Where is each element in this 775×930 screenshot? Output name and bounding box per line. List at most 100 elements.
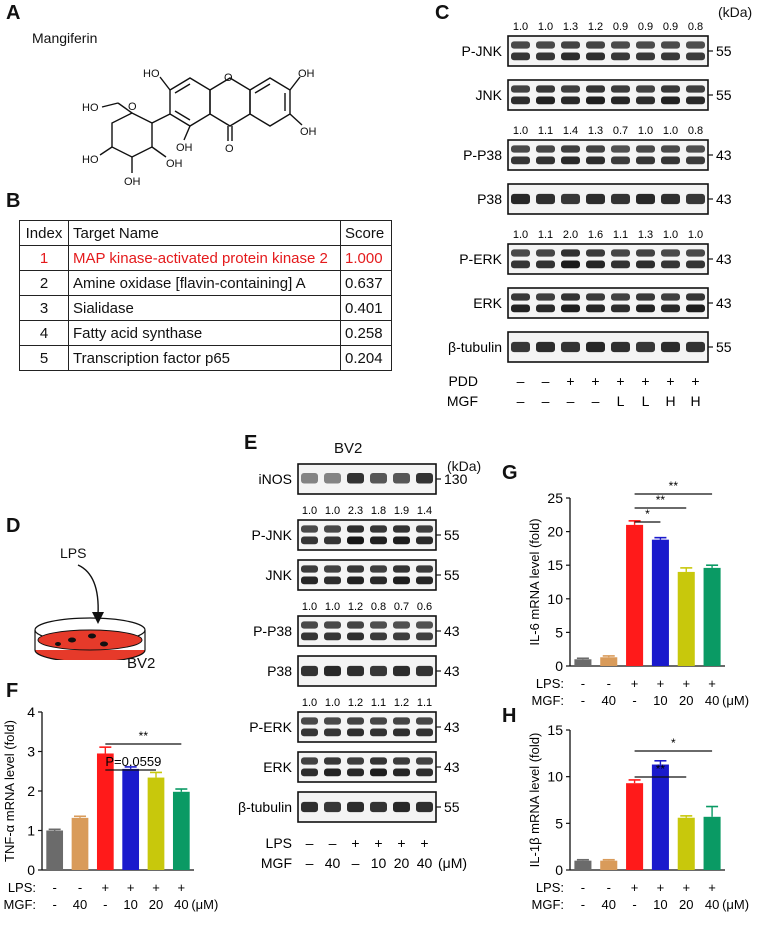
band [536, 260, 555, 269]
band [686, 156, 705, 165]
band [416, 665, 433, 677]
band [347, 473, 364, 484]
ratio-label: 1.0 [325, 505, 340, 517]
kda-marker: 43 [716, 191, 732, 207]
treatment-mark: - [52, 880, 56, 895]
band [324, 525, 341, 533]
y-axis-label: IL-1β mRNA level (fold) [527, 733, 542, 868]
band [347, 536, 364, 545]
row-target: Fatty acid synthase [68, 320, 341, 346]
band [393, 801, 410, 813]
blot-label: JNK [266, 567, 293, 583]
band [301, 801, 318, 813]
band [347, 757, 364, 765]
ratio-label: 0.7 [613, 125, 628, 137]
band [301, 728, 318, 737]
treatment-mark: – [329, 835, 337, 851]
table-row: 3 Sialidase 0.401 [19, 295, 392, 321]
header-index: Index [19, 220, 69, 246]
band [536, 341, 555, 353]
band [370, 525, 387, 533]
band [324, 536, 341, 545]
treatment-mark: – [592, 393, 600, 409]
ratio-label: 0.8 [688, 125, 703, 137]
band [511, 249, 530, 257]
band [586, 85, 605, 93]
band [324, 757, 341, 765]
treatment-mark: + [708, 676, 716, 691]
atom-oh: OH [298, 68, 315, 80]
treatment-mark: L [642, 393, 650, 409]
band [686, 249, 705, 257]
band [611, 85, 630, 93]
treatment-mark: 40 [602, 693, 616, 708]
treatment-mark: – [542, 373, 550, 389]
atom-ho: HO [82, 154, 99, 166]
treatment-mark: 40 [417, 855, 433, 871]
band [611, 304, 630, 313]
band [686, 341, 705, 353]
kda-marker: 55 [716, 339, 732, 355]
y-tick-label: 0 [555, 658, 563, 674]
table-row: 2 Amine oxidase [flavin-containing] A 0.… [19, 270, 392, 296]
treatment-mark: - [103, 897, 107, 912]
y-tick-label: 15 [547, 557, 563, 573]
treatment-mark: + [641, 373, 649, 389]
kda-marker: 55 [444, 799, 460, 815]
blot-label: P38 [477, 191, 502, 207]
treatment-mark: 10 [653, 693, 667, 708]
band [536, 96, 555, 105]
significance-label: * [645, 507, 650, 521]
treatment-mark: - [581, 676, 585, 691]
band [611, 96, 630, 105]
table-row: 1 MAP kinase-activated protein kinase 2 … [19, 245, 392, 271]
kda-marker: 43 [444, 719, 460, 735]
ratio-label: 1.0 [638, 125, 653, 137]
blot-label: ERK [263, 759, 292, 775]
band [636, 260, 655, 269]
blot-label: P-P38 [253, 623, 292, 639]
treatment-mark: + [566, 373, 574, 389]
treatment-mark: + [657, 880, 665, 895]
treatment-mark: 40 [73, 897, 87, 912]
band [324, 565, 341, 573]
treatment-mark: H [665, 393, 675, 409]
ratio-label: 1.1 [538, 229, 553, 241]
treatment-mark: + [666, 373, 674, 389]
band [301, 768, 318, 777]
band [636, 156, 655, 165]
band [324, 768, 341, 777]
treatment-mark: + [691, 373, 699, 389]
bar [651, 539, 669, 666]
treatment-mark: + [178, 880, 186, 895]
blot-label: P-JNK [252, 527, 293, 543]
band [636, 41, 655, 49]
treatment-mark: + [616, 373, 624, 389]
atom-o: O [224, 72, 233, 84]
band [511, 41, 530, 49]
ratio-label: 1.0 [325, 697, 340, 709]
kda-marker: 43 [716, 295, 732, 311]
significance-label: ** [139, 729, 149, 743]
band [661, 341, 680, 353]
band [536, 85, 555, 93]
y-tick-label: 3 [27, 744, 35, 760]
treatment-mark: - [581, 897, 585, 912]
treatment-mark: + [657, 676, 665, 691]
atom-oh: OH [124, 176, 141, 188]
blot-frame [297, 711, 437, 743]
y-axis-label: IL-6 mRNA level (fold) [527, 518, 542, 645]
band [416, 525, 433, 533]
treatment-mark: + [374, 835, 382, 851]
bar [677, 817, 695, 870]
band [561, 293, 580, 301]
significance-label: * [671, 736, 676, 750]
band [393, 717, 410, 725]
ratio-label: 2.3 [348, 505, 363, 517]
kda-marker: 43 [716, 251, 732, 267]
band [536, 304, 555, 313]
treatment-label: LPS: [536, 676, 564, 691]
treatment-mark: - [632, 897, 636, 912]
